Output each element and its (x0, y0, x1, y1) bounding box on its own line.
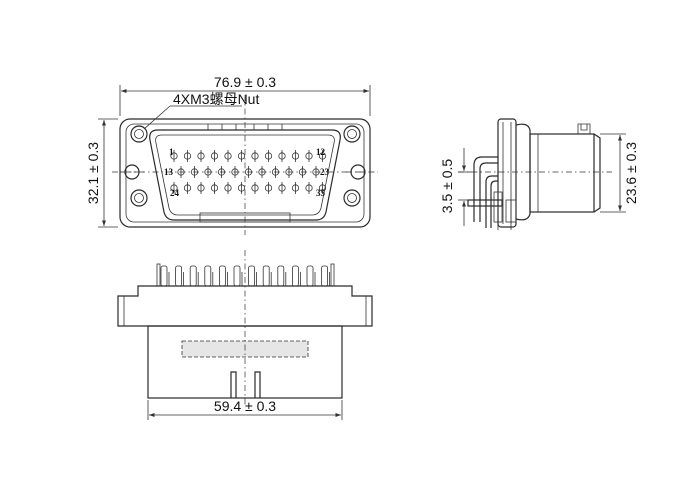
d-shell-inner (155, 134, 335, 216)
pin-33 (291, 182, 300, 194)
bottom-end-post-left (156, 263, 161, 287)
pin-1 (170, 150, 178, 162)
overall-height-label: 32.1 ± 0.3 (85, 142, 101, 204)
pin-12 (318, 150, 327, 162)
side-pcb-base (467, 199, 503, 207)
bottom-pin-12 (321, 265, 331, 287)
pin-6 (237, 150, 246, 162)
pin-8 (264, 150, 273, 162)
pin-24 (170, 182, 178, 194)
pin-label-1: 1 (169, 147, 174, 157)
pin-5 (224, 150, 232, 162)
nut-top-left (130, 125, 148, 143)
pin-25 (183, 182, 192, 194)
side-flange (497, 118, 517, 228)
pin-28 (224, 182, 232, 194)
side-leg-outer (473, 156, 498, 222)
pin-10 (291, 150, 300, 162)
side-offset-label: 3.5 ± 0.5 (439, 159, 455, 214)
bottom-pin-10 (291, 265, 301, 287)
pin-11 (305, 150, 313, 162)
bottom-pin-row (156, 263, 335, 287)
pin-label-24: 24 (170, 188, 180, 198)
side-latch (577, 123, 591, 134)
bottom-pin-11 (306, 265, 316, 287)
bottom-latch-left (230, 371, 237, 398)
pin-34 (305, 182, 313, 194)
side-height-dimension: 23.6 ± 0.3 (600, 133, 639, 213)
side-shell-body (529, 133, 595, 213)
pin-label-35: 35 (316, 188, 326, 198)
side-shell-tip (593, 133, 601, 213)
pin-29 (237, 182, 246, 194)
bottom-pin-2 (175, 265, 185, 287)
pin-35 (318, 182, 327, 194)
bottom-pin-3 (189, 265, 199, 287)
bottom-shell-body (147, 325, 343, 399)
overall-height-dimension: 32.1 ± 0.3 (85, 118, 118, 228)
pin-9 (278, 150, 286, 162)
bottom-pin-9 (277, 265, 287, 287)
bottom-pin-7 (248, 265, 258, 287)
pin-label-13: 13 (164, 167, 174, 177)
bottom-pin-8 (262, 265, 272, 287)
pin-2 (183, 150, 192, 162)
nut-top-right (343, 125, 361, 143)
bottom-width-dimension: 59.4 ± 0.3 (147, 398, 343, 420)
pin-27 (210, 182, 219, 194)
bottom-width-label: 59.4 ± 0.3 (214, 398, 276, 414)
nut-bottom-right (343, 189, 361, 207)
bottom-end-post-right (330, 263, 335, 287)
bottom-pin-5 (218, 265, 228, 287)
pin-30 (251, 182, 259, 194)
pin-31 (264, 182, 273, 194)
bottom-pin-4 (204, 265, 214, 287)
pin-7 (251, 150, 259, 162)
side-leg-inner (485, 175, 498, 228)
nut-callout: 4XM3螺母Nut (143, 91, 259, 130)
pin-26 (197, 182, 205, 194)
top-keying-notches (207, 124, 283, 130)
overall-width-label: 76.9 ± 0.3 (214, 74, 276, 90)
pin-label-23: 23 (320, 167, 330, 177)
bottom-pin-6 (233, 265, 243, 287)
d-shell-outer (149, 129, 341, 221)
side-height-label: 23.6 ± 0.3 (623, 142, 639, 204)
pin-4 (210, 150, 219, 162)
side-offset-dimension: 3.5 ± 0.5 (439, 148, 472, 226)
bottom-view (117, 250, 373, 405)
nut-bottom-left (130, 189, 148, 207)
pin-3 (197, 150, 205, 162)
bottom-latch-right (254, 371, 261, 398)
pin-32 (278, 182, 286, 194)
bottom-pin-1 (160, 265, 170, 287)
pin-label-12: 12 (316, 147, 326, 157)
front-view: 1 12 13 23 24 35 (112, 95, 378, 235)
side-view (458, 118, 612, 230)
overall-width-dimension: 76.9 ± 0.3 (119, 74, 371, 116)
nut-callout-label: 4XM3螺母Nut (173, 91, 259, 107)
